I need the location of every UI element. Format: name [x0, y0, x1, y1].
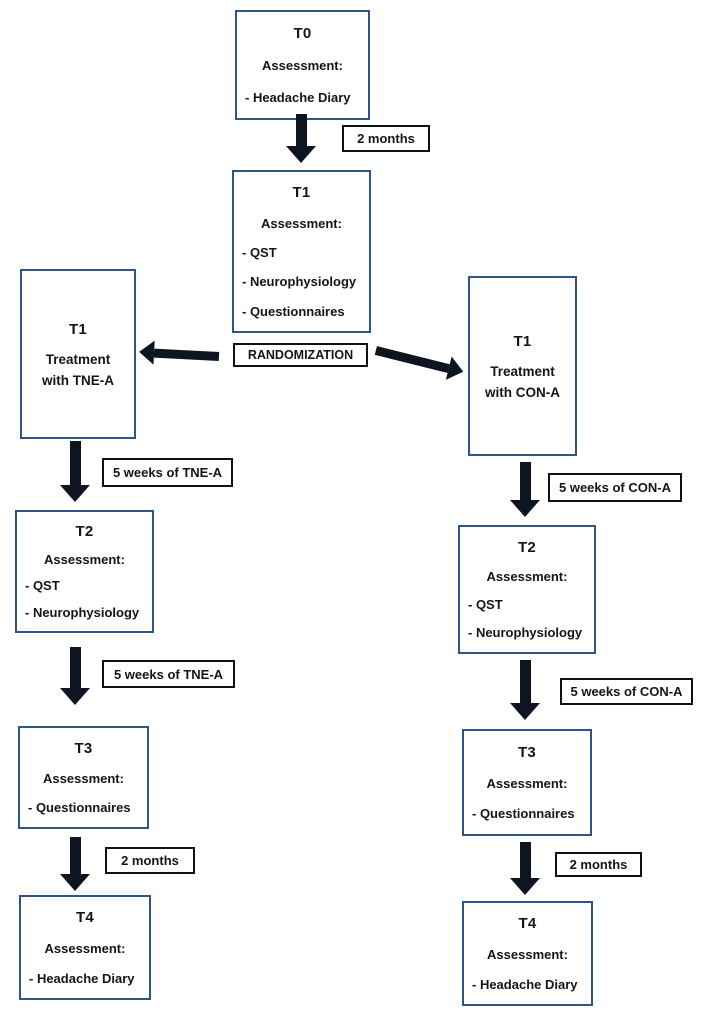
arrow-con-t2-to-t3-icon [510, 660, 540, 720]
arrow-randomization-to-tne-icon [138, 339, 220, 368]
label-text: 2 months [569, 857, 628, 872]
arrow-con-t3-to-t4-icon [510, 842, 540, 895]
arrow-head [60, 688, 90, 705]
arrow-head [510, 703, 540, 720]
node-t2-tne: T2 Assessment: - QST - Neurophysiology [15, 510, 154, 633]
node-t2-con-item: - Neurophysiology [468, 625, 583, 641]
node-t3-con-item: - Questionnaires [472, 806, 575, 822]
arrow-shaft [69, 647, 81, 688]
node-t4-con-item: - Headache Diary [472, 976, 578, 992]
node-t0: T0 Assessment: - Headache Diary [235, 10, 370, 120]
node-t1-baseline-title: T1 [292, 184, 311, 202]
arrow-tne-t2-to-t3-icon [60, 647, 90, 705]
node-t4-con: T4 Assessment: - Headache Diary [462, 901, 593, 1006]
node-t0-title: T0 [293, 25, 312, 43]
node-t1-tne-line: with TNE-A [42, 372, 114, 388]
node-t1-con-title: T1 [513, 332, 532, 350]
node-t4-tne: T4 Assessment: - Headache Diary [19, 895, 151, 1000]
node-t4-tne-item: - Headache Diary [29, 970, 135, 986]
label-text: 5 weeks of CON-A [570, 684, 683, 699]
node-t2-tne-subtitle: Assessment: [44, 551, 125, 567]
arrow-head [445, 356, 467, 384]
label-text: 2 months [357, 131, 415, 146]
arrow-con-t1-to-t2-icon [510, 462, 540, 517]
node-t1-tne-title: T1 [69, 320, 87, 338]
label-text: 5 weeks of TNE-A [113, 666, 224, 682]
node-t2-con-subtitle: Assessment: [486, 568, 568, 584]
arrow-head [510, 878, 540, 895]
node-t1-baseline-item: - Neurophysiology [242, 274, 357, 290]
arrow-head [138, 339, 155, 365]
node-t2-con: T2 Assessment: - QST - Neurophysiology [458, 525, 596, 654]
node-t1-baseline-subtitle: Assessment: [261, 215, 342, 231]
arrow-head [60, 485, 90, 502]
arrow-shaft [374, 345, 450, 373]
node-t2-con-title: T2 [518, 538, 536, 556]
arrow-head [60, 874, 90, 891]
arrow-tne-t3-to-t4-icon [60, 837, 90, 891]
arrow-shaft [69, 837, 81, 874]
node-t2-tne-item: - Neurophysiology [25, 605, 140, 621]
node-t1-baseline-item: - QST [242, 244, 277, 260]
label-text: 5 weeks of CON-A [559, 480, 671, 495]
node-t4-con-title: T4 [518, 915, 537, 933]
label-text: 5 weeks of TNE-A [112, 465, 223, 480]
node-t1-baseline-item: - Questionnaires [242, 303, 345, 319]
arrow-shaft [295, 114, 307, 146]
arrow-shaft [69, 441, 81, 485]
node-t3-con-subtitle: Assessment: [486, 775, 568, 791]
arrow-shaft [153, 348, 220, 361]
label-text: RANDOMIZATION [247, 348, 354, 362]
label-interval-tne-t3t4: 2 months [105, 847, 195, 874]
node-t3-con-title: T3 [518, 743, 536, 761]
node-t3-tne-title: T3 [74, 740, 93, 757]
node-t3-tne-subtitle: Assessment: [43, 771, 124, 786]
label-interval-t0-t1: 2 months [342, 125, 430, 152]
arrow-shaft [519, 462, 531, 500]
label-interval-con-t1t2: 5 weeks of CON-A [548, 473, 682, 502]
label-interval-tne-t2t3: 5 weeks of TNE-A [102, 660, 235, 688]
label-interval-con-t2t3: 5 weeks of CON-A [560, 678, 693, 705]
arrow-shaft [519, 660, 531, 703]
node-t1-con-line: with CON-A [485, 384, 560, 400]
arrow-shaft [519, 842, 531, 878]
node-t3-tne: T3 Assessment: - Questionnaires [18, 726, 149, 829]
arrow-head [286, 146, 316, 163]
node-t0-subtitle: Assessment: [262, 58, 343, 74]
node-t1-treatment-tne: T1 Treatment with TNE-A [20, 269, 136, 439]
node-t4-tne-title: T4 [76, 909, 94, 927]
node-t2-con-item: - QST [468, 597, 503, 613]
node-t3-con: T3 Assessment: - Questionnaires [462, 729, 592, 836]
arrow-head [510, 500, 540, 517]
node-t1-treatment-con: T1 Treatment with CON-A [468, 276, 577, 456]
node-t0-item: - Headache Diary [245, 89, 351, 105]
node-t2-tne-item: - QST [25, 578, 60, 594]
node-t3-tne-item: - Questionnaires [28, 800, 131, 815]
label-text: 2 months [121, 853, 179, 868]
node-t2-tne-title: T2 [75, 522, 94, 540]
label-randomization: RANDOMIZATION [233, 343, 368, 367]
arrow-randomization-to-con-icon [373, 338, 467, 384]
arrow-tne-t1-to-t2-icon [60, 441, 90, 502]
node-t1-con-line: Treatment [490, 363, 555, 379]
arrow-t0-to-t1-icon [286, 114, 316, 163]
label-interval-con-t3t4: 2 months [555, 852, 642, 877]
node-t4-tne-subtitle: Assessment: [44, 940, 126, 956]
node-t4-con-subtitle: Assessment: [487, 946, 568, 962]
node-t1-tne-line: Treatment [45, 351, 111, 367]
label-interval-tne-t1t2: 5 weeks of TNE-A [102, 458, 233, 487]
node-t1-baseline: T1 Assessment: - QST - Neurophysiology -… [232, 170, 371, 333]
